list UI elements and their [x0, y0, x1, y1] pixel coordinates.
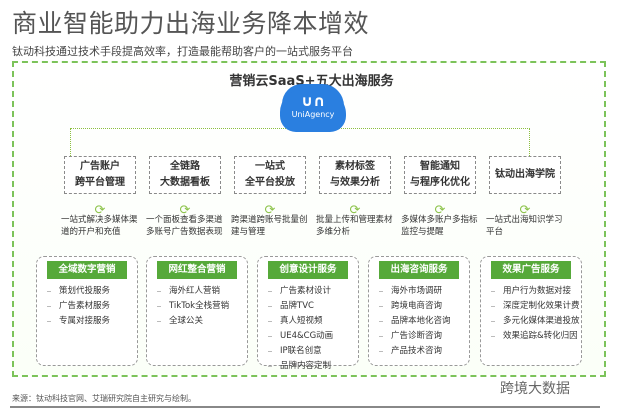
service-item: 广告素材设计 [258, 284, 358, 299]
platform-desc: 批量上传和管理素材多维分析 [316, 215, 393, 237]
platform-box: 广告账户 跨平台管理 [64, 156, 136, 194]
service-item: IP联名创意 [258, 344, 358, 359]
service-item: 广告素材服务 [37, 299, 137, 314]
service-card: 全域数字营销策划代投服务广告素材服务专属对接服务 [36, 256, 138, 366]
platform-box: 智能通知 与程序化优化 [404, 156, 476, 194]
cycle-arrow-icon: ⟳ [349, 203, 361, 218]
watermark: 跨境大数据 [500, 381, 570, 397]
platform-desc: 一站式解决多媒体渠道的开户和充值 [61, 215, 138, 237]
platform-desc: 一个面板查看多渠道多账号广告数据表现 [146, 215, 223, 237]
platform-desc: 跨渠道跨账号批量创建与管理 [231, 215, 308, 237]
service-item: UE4&CG动画 [258, 329, 358, 344]
service-item: 品牌TVC [258, 299, 358, 314]
platform-line1: 钛动出海学院 [495, 169, 555, 180]
service-title: 效果广告服务 [491, 261, 571, 279]
service-item: 跨境电商咨询 [369, 299, 469, 314]
platform-desc: 一站式出海知识学习平台 [486, 215, 563, 237]
connector-lines [70, 128, 530, 158]
service-title: 创意设计服务 [268, 261, 348, 279]
service-item: 品牌本地化咨询 [369, 314, 469, 329]
platform-desc: 多媒体多账户多指标监控与提醒 [401, 215, 478, 237]
platform-box: 一站式 全平台投放 [234, 156, 306, 194]
cycle-arrow-icon: ⟳ [264, 203, 276, 218]
platform-line1: 广告账户 [80, 161, 120, 172]
service-item: 深度定制化效果计费 [481, 299, 581, 314]
platform-line1: 智能通知 [420, 161, 460, 172]
cycle-arrow-icon: ⟳ [519, 203, 531, 218]
platform-box: 钛动出海学院 [489, 156, 561, 194]
cycle-arrow-icon: ⟳ [94, 203, 106, 218]
diagram-heading: 营销云SaaS+五大出海服务 [229, 74, 394, 89]
service-item: 品牌内容定制 [258, 359, 358, 374]
service-item: 产品技术咨询 [369, 344, 469, 359]
platform-line2: 全平台投放 [245, 177, 295, 188]
service-card: 效果广告服务用户行为数据对接深度定制化效果计费多元化媒体渠道投放效果追踪&转化归… [480, 256, 582, 366]
platform-line2: 大数据看板 [160, 177, 210, 188]
cycle-arrow-icon: ⟳ [179, 203, 191, 218]
service-item: 海外红人营销 [147, 284, 247, 299]
service-item: TikTok全栈营销 [147, 299, 247, 314]
page-title: 商业智能助力出海业务降本增效 [12, 9, 370, 38]
platform-line1: 一站式 [255, 161, 285, 172]
platform-line2: 跨平台管理 [75, 177, 125, 188]
service-item: 全球公关 [147, 314, 247, 329]
platform-box: 素材标签 与效果分析 [319, 156, 391, 194]
platform-line1: 素材标签 [335, 161, 375, 172]
platform-box: 全链路 大数据看板 [149, 156, 221, 194]
service-item: 广告诊断咨询 [369, 329, 469, 344]
platform-line2: 与程序化优化 [410, 177, 470, 188]
subtitle: 钛动科技通过技术手段提高效率，打造最能帮助客户的一站式服务平台 [12, 45, 353, 58]
service-title: 出海咨询服务 [379, 261, 459, 279]
cycle-arrow-icon: ⟳ [434, 203, 446, 218]
service-item: 专属对接服务 [37, 314, 137, 329]
logo-mark: ∪∩ [300, 92, 326, 110]
uniagency-cloud-logo: ∪∩ UniAgency [280, 90, 346, 132]
divider [10, 406, 600, 408]
logo-name: UniAgency [291, 110, 335, 119]
platform-line2: 与效果分析 [330, 177, 380, 188]
service-item: 真人短视频 [258, 314, 358, 329]
service-item: 用户行为数据对接 [481, 284, 581, 299]
service-item: 多元化媒体渠道投放 [481, 314, 581, 329]
platform-line1: 全链路 [170, 161, 200, 172]
service-item: 效果追踪&转化归因 [481, 329, 581, 344]
service-item: 策划代投服务 [37, 284, 137, 299]
service-title: 网红整合营销 [157, 261, 237, 279]
source-note: 来源：钛动科技官网、艾瑞研究院自主研究与绘制。 [12, 394, 196, 403]
service-title: 全域数字营销 [47, 261, 127, 279]
service-card: 出海咨询服务海外市场调研跨境电商咨询品牌本地化咨询广告诊断咨询产品技术咨询 [368, 256, 470, 366]
service-item: 海外市场调研 [369, 284, 469, 299]
